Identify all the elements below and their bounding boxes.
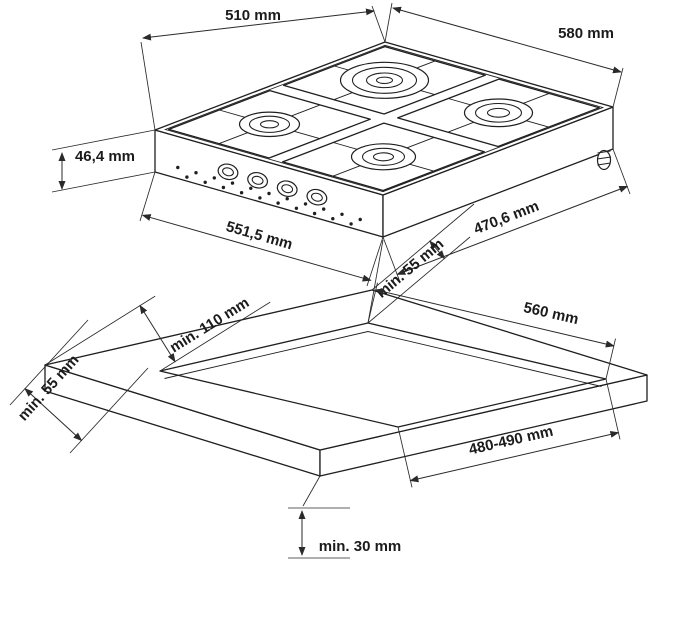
grate-back [283,45,486,115]
burner-front [350,143,417,171]
dim-label-560: 560 mm [522,299,580,328]
burner-left [238,111,301,138]
grate-left [168,89,371,159]
dim-label-min-30: min. 30 mm [319,538,402,555]
control-knob [217,163,239,181]
burner-back [339,61,430,99]
burner-grates [168,45,600,192]
control-knobs [217,163,328,206]
dimension-580: 580 mm [384,2,624,108]
dim-label-580: 580 mm [558,25,614,42]
grate-front [282,122,485,192]
dim-label-470-6: 470,6 mm [471,198,541,238]
hob-inner-rim [163,44,605,193]
cutout-inner-wall [164,331,602,387]
burner-right [463,98,534,128]
worktop-cutout-drawing [44,239,648,477]
gas-inlet [596,149,612,171]
projection-line [367,239,384,324]
dim-label-510: 510 mm [225,7,281,24]
dim-label-46-4: 46,4 mm [75,148,135,165]
dimension-min-30: min. 30 mm [288,475,402,559]
dimension-510: 510 mm [140,5,386,131]
grate-right [397,78,600,148]
control-knob [276,180,298,198]
dimension-46-4: 46,4 mm [51,129,156,193]
hob-drawing [154,41,614,238]
control-knob [306,188,328,206]
control-knob [247,171,269,189]
dim-label-551-5: 551,5 mm [224,218,294,253]
